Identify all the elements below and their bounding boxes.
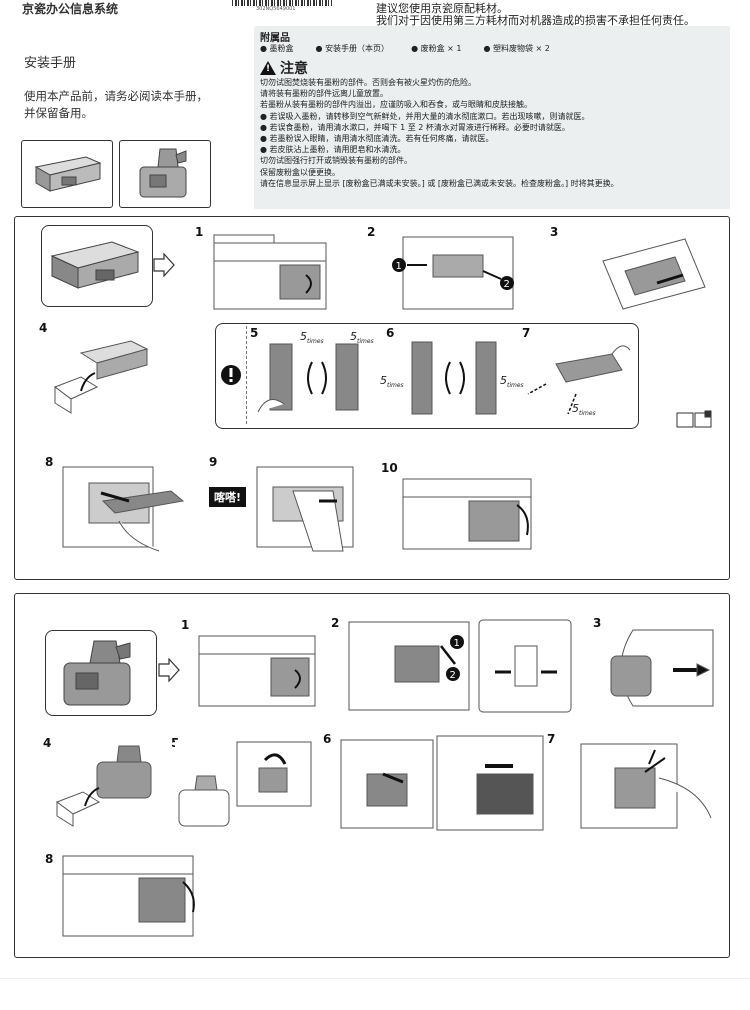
caution-line: 切勿试图焚烧装有墨粉的部件。否则会有被火星灼伤的危险。 — [260, 78, 476, 87]
close-front-cover-illustration — [399, 471, 539, 555]
caution-line: 若墨粉从装有墨粉的部件内溢出，应谨防吸入和吞食，或与眼睛和皮肤接触。 — [260, 100, 532, 110]
shake-count-label: 5times — [500, 374, 524, 390]
push-waste-box-illustration — [575, 738, 715, 830]
callout-number: 1 — [396, 261, 402, 272]
supply-note-1: 建议您使用京瓷原配耗材。 — [376, 2, 508, 15]
accessory-item: ● 安装手册（本页） — [315, 44, 390, 53]
accessory-item: ● 废粉盒 × 1 — [411, 44, 462, 53]
toner-release-illustration: 1 2 — [383, 231, 533, 313]
caution-line: 请在信息显示屏上显示 [废粉盒已满或未安装。] 或 [废粉盒已满或未安装。检查废… — [260, 178, 619, 188]
toner-replacement-panel: 1 2 1 2 3 4 — [14, 216, 730, 580]
printer-open-front-illustration — [210, 231, 340, 313]
caution-heading-text: 注意 — [280, 61, 308, 77]
step-number: 6 — [323, 732, 332, 746]
new-waste-box-unbox-illustration — [53, 742, 163, 828]
guide-desc-line-1: 使用本产品前，请务必阅读本手册， — [24, 89, 208, 103]
accessories-heading: 附属品 — [260, 33, 290, 44]
toner-into-bag-illustration — [595, 231, 715, 313]
waste-box-into-bag-illustration — [603, 622, 723, 710]
accessory-item: ● 塑料废物袋 × 2 — [483, 44, 550, 53]
step-number: 6 — [386, 326, 395, 340]
caution-line: ● 若误食墨粉，请用清水漱口，并喝下 1 至 2 杯清水对胃液进行稀释。必要时请… — [260, 122, 570, 132]
step-number: 3 — [550, 225, 559, 239]
callout-number: 1 — [454, 638, 460, 649]
caution-line: ● 若墨粉误入眼睛，请用清水彻底清洗。若有任何疼痛，请就医。 — [260, 134, 494, 144]
close-front-cover-illustration — [59, 850, 199, 942]
caution-line: ● 若误吸入墨粉，请转移到空气新鲜处，并用大量的清水彻底漱口。若出现咳嗽，则请就… — [260, 111, 590, 121]
caution-heading: ! 注意 — [260, 58, 308, 78]
callout-number: 2 — [450, 670, 456, 681]
arrow-right-icon — [158, 658, 180, 682]
exclamation-icon — [221, 365, 241, 385]
shake-toner-frame: 5 5times 5times 6 5times 5times 7 — [215, 323, 639, 429]
insert-waste-box-illustration — [337, 734, 547, 832]
accessory-item: ● 墨粉盒 — [260, 44, 294, 53]
caution-line: 保留废粉盒以便更换。 — [260, 167, 340, 177]
step-number: 9 — [209, 455, 218, 469]
step-number: 8 — [45, 455, 54, 469]
waste-box-thumbnail — [119, 140, 211, 208]
step-number: 5 — [250, 326, 259, 340]
barcode — [232, 0, 332, 6]
caution-line: ● 若皮肤沾上墨粉，请用肥皂和水清洗。 — [260, 145, 406, 155]
click-label: 喀嗒! — [209, 487, 247, 507]
shake-count-label: 5times — [572, 402, 596, 418]
step-number: 2 — [331, 616, 340, 630]
step-number: 8 — [45, 852, 54, 866]
guide-desc-line-2: 并保留备用。 — [24, 106, 93, 120]
step-number: 4 — [39, 321, 48, 335]
waste-box-replacement-panel: 1 2 1 2 3 4 — [14, 593, 730, 958]
step-number: 10 — [381, 461, 398, 475]
waste-toner-box-icon — [63, 640, 131, 706]
waste-toner-box-icon — [139, 148, 187, 198]
guide-description: 使用本产品前，请务必阅读本手册， 并保留备用。 — [24, 88, 254, 122]
caution-line: 切勿试图强行打开或销毁装有墨粉的部件。 — [260, 156, 412, 166]
shake-count-label: 5times — [380, 374, 404, 390]
attach-cap-illustration — [175, 740, 315, 830]
step-number: 3 — [593, 616, 602, 630]
printer-open-front-illustration — [195, 626, 325, 710]
toner-cartridge-icon — [34, 156, 102, 192]
page-footer-line — [0, 978, 750, 979]
step-number: 1 — [181, 618, 190, 632]
shake-toner-horizontal-illustration — [411, 341, 497, 415]
arrow-right-icon — [153, 253, 175, 277]
supply-note-2: 我们对于因使用第三方耗材而对机器造成的损害不承担任何责任。 — [376, 14, 695, 27]
safety-info-box: 附属品 ● 墨粉盒 ● 安装手册（本页） ● 废粉盒 × 1 ● 塑料废物袋 ×… — [254, 26, 730, 209]
toner-source-frame — [41, 225, 153, 307]
shake-count-label: 5times — [300, 330, 324, 346]
divider — [246, 326, 248, 424]
push-toner-illustration — [253, 461, 363, 557]
shake-toner-vertical-illustration — [257, 343, 359, 413]
step-number: 1 — [195, 225, 204, 239]
step-number: 4 — [43, 736, 52, 750]
accessories-list: ● 墨粉盒 ● 安装手册（本页） ● 废粉盒 × 1 ● 塑料废物袋 × 2 — [260, 43, 550, 54]
barcode-number: 302NQ5649001 — [256, 6, 296, 12]
page-turn-icon — [676, 410, 712, 428]
brand-name: 京瓷办公信息系统 — [22, 2, 119, 16]
toner-cartridge-icon — [50, 241, 140, 289]
step-number: 7 — [522, 326, 531, 340]
warning-icon: ! — [260, 61, 276, 75]
callout-number: 2 — [504, 279, 510, 290]
caution-lines: 切勿试图焚烧装有墨粉的部件。否则会有被火星灼伤的危险。 请将装有墨粉的部件远离儿… — [260, 77, 730, 189]
caution-line: 请将装有墨粉的部件远离儿童放置。 — [260, 89, 388, 99]
step-number: 2 — [367, 225, 376, 239]
tilt-toner-illustration — [527, 345, 631, 415]
guide-title: 安装手册 — [24, 56, 77, 71]
remove-waste-box-illustration: 1 2 — [345, 616, 575, 716]
toner-thumbnail — [21, 140, 113, 208]
step-number: 7 — [547, 732, 556, 746]
shake-count-label: 5times — [350, 330, 374, 346]
new-toner-unbox-illustration — [51, 333, 151, 415]
waste-box-source-frame — [45, 630, 157, 716]
insert-toner-illustration — [59, 461, 189, 557]
